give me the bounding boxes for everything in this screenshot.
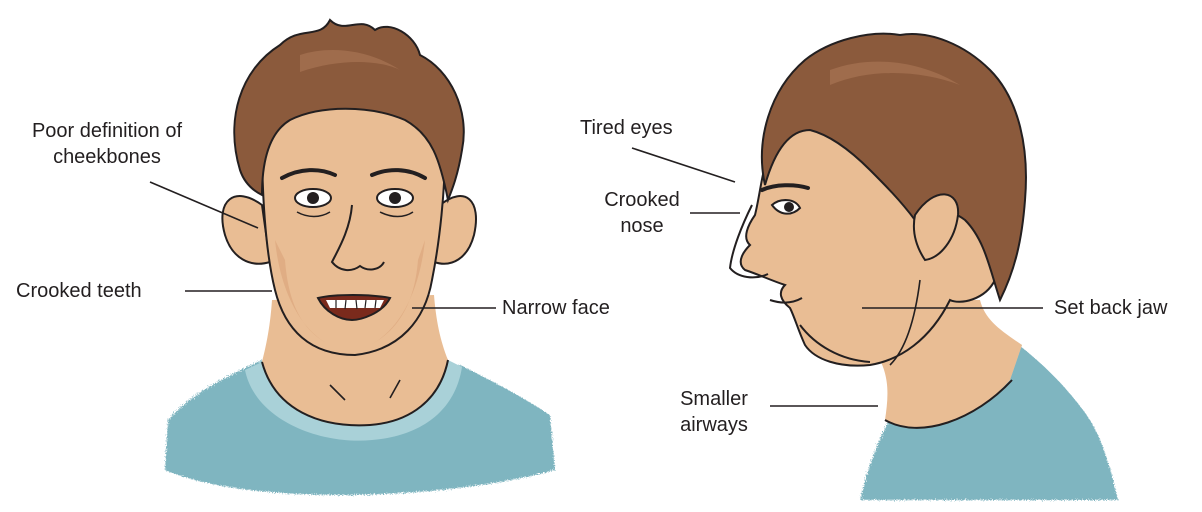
label-crooked-nose: Crooked nose bbox=[592, 187, 692, 239]
label-set-back-jaw: Set back jaw bbox=[1054, 295, 1167, 321]
label-crooked-nose-line2: nose bbox=[592, 213, 692, 239]
label-poor-definition-of-cheekbones: Poor definition of cheekbones bbox=[12, 118, 202, 170]
label-smaller-airways: Smaller airways bbox=[668, 386, 760, 438]
front-right-pupil bbox=[389, 192, 401, 204]
label-crooked-teeth: Crooked teeth bbox=[16, 278, 142, 304]
label-crooked-nose-line1: Crooked bbox=[592, 187, 692, 213]
front-left-pupil bbox=[307, 192, 319, 204]
side-face-figure bbox=[730, 34, 1118, 500]
label-narrow-face: Narrow face bbox=[502, 295, 610, 321]
label-tired-eyes: Tired eyes bbox=[580, 115, 673, 141]
label-smaller-airways-line1: Smaller bbox=[668, 386, 760, 412]
leader-tired-eyes bbox=[632, 148, 735, 182]
label-cheekbones-line2: cheekbones bbox=[12, 144, 202, 170]
label-smaller-airways-line2: airways bbox=[668, 412, 760, 438]
label-cheekbones-line1: Poor definition of bbox=[12, 118, 202, 144]
side-pupil bbox=[784, 202, 794, 212]
front-face-figure bbox=[165, 20, 555, 495]
